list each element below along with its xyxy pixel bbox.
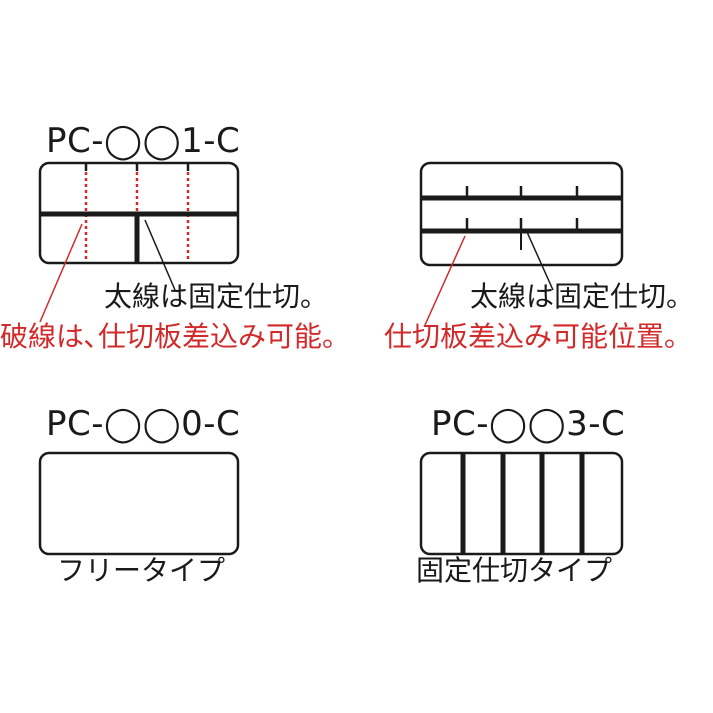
panel-type2-tray [419, 161, 624, 326]
model-label-type0: PC-◯◯0-C [46, 404, 241, 444]
model-label-type1: PC-◯◯1-C [46, 121, 241, 161]
tray-outline [419, 161, 624, 267]
caption-type3: 固定仕切タイプ [416, 554, 613, 587]
model-label-type3: PC-◯◯3-C [431, 404, 626, 444]
tray-outline [38, 451, 240, 556]
fixed-divider-note-type1: 太線は固定仕切。 [104, 280, 329, 313]
fixed-divider-note-type2: 太線は固定仕切。 [470, 280, 695, 313]
leader-line-fixed [144, 219, 176, 291]
slot-note-type1: 破線は､仕切板差込み可能。 [0, 320, 351, 353]
slot-note-type2: 仕切板差込み可能位置。 [384, 320, 693, 353]
panel-type0-tray [38, 451, 240, 556]
leader-line-fixed [526, 231, 554, 291]
tray-outline [419, 451, 624, 556]
caption-type0: フリータイプ [57, 554, 226, 587]
panel-type3-tray [419, 451, 624, 556]
leader-line-slot [39, 223, 83, 323]
panel-type1-tray [38, 161, 240, 323]
leader-line-slot [424, 235, 466, 326]
